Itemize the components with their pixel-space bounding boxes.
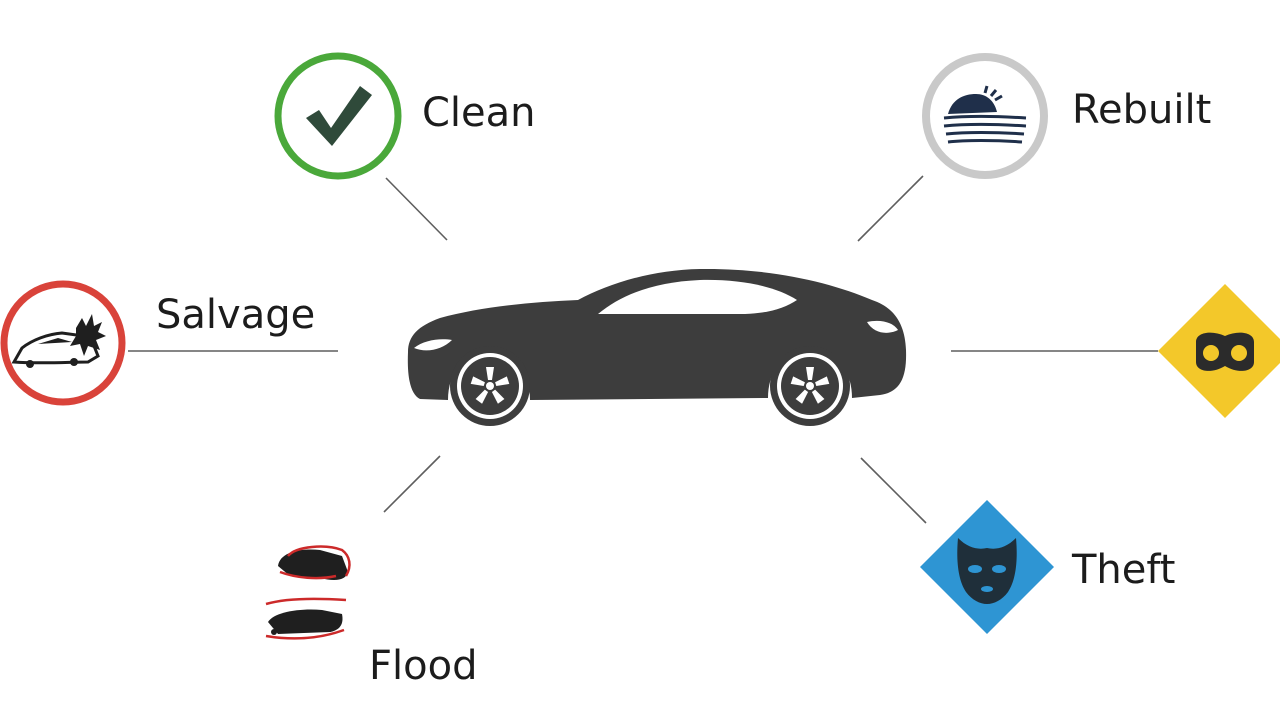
connector-theft [860,457,927,524]
crashed-car-icon [0,280,126,406]
flooded-car-icon [265,545,351,640]
sports-car-icon [407,268,907,426]
bandit-mask-icon [1158,284,1280,418]
label-flood: Flood [369,643,478,689]
connector-lines [128,175,1158,524]
label-clean: Clean [422,90,536,136]
connector-clean [385,177,448,241]
checkmark-icon [274,52,402,180]
car-taillight [414,339,452,351]
connector-rebuilt [857,175,924,242]
mask-icon [920,500,1054,634]
connector-flood [383,455,441,513]
label-salvage: Salvage [156,292,316,338]
rebuilt-car-lines-icon [922,53,1048,179]
car-headlight [867,320,898,333]
car-rear-wheel [450,346,530,426]
car-window [598,279,797,314]
label-theft: Theft [1072,547,1176,593]
label-rebuilt: Rebuilt [1072,87,1212,133]
car-front-wheel [770,346,850,426]
